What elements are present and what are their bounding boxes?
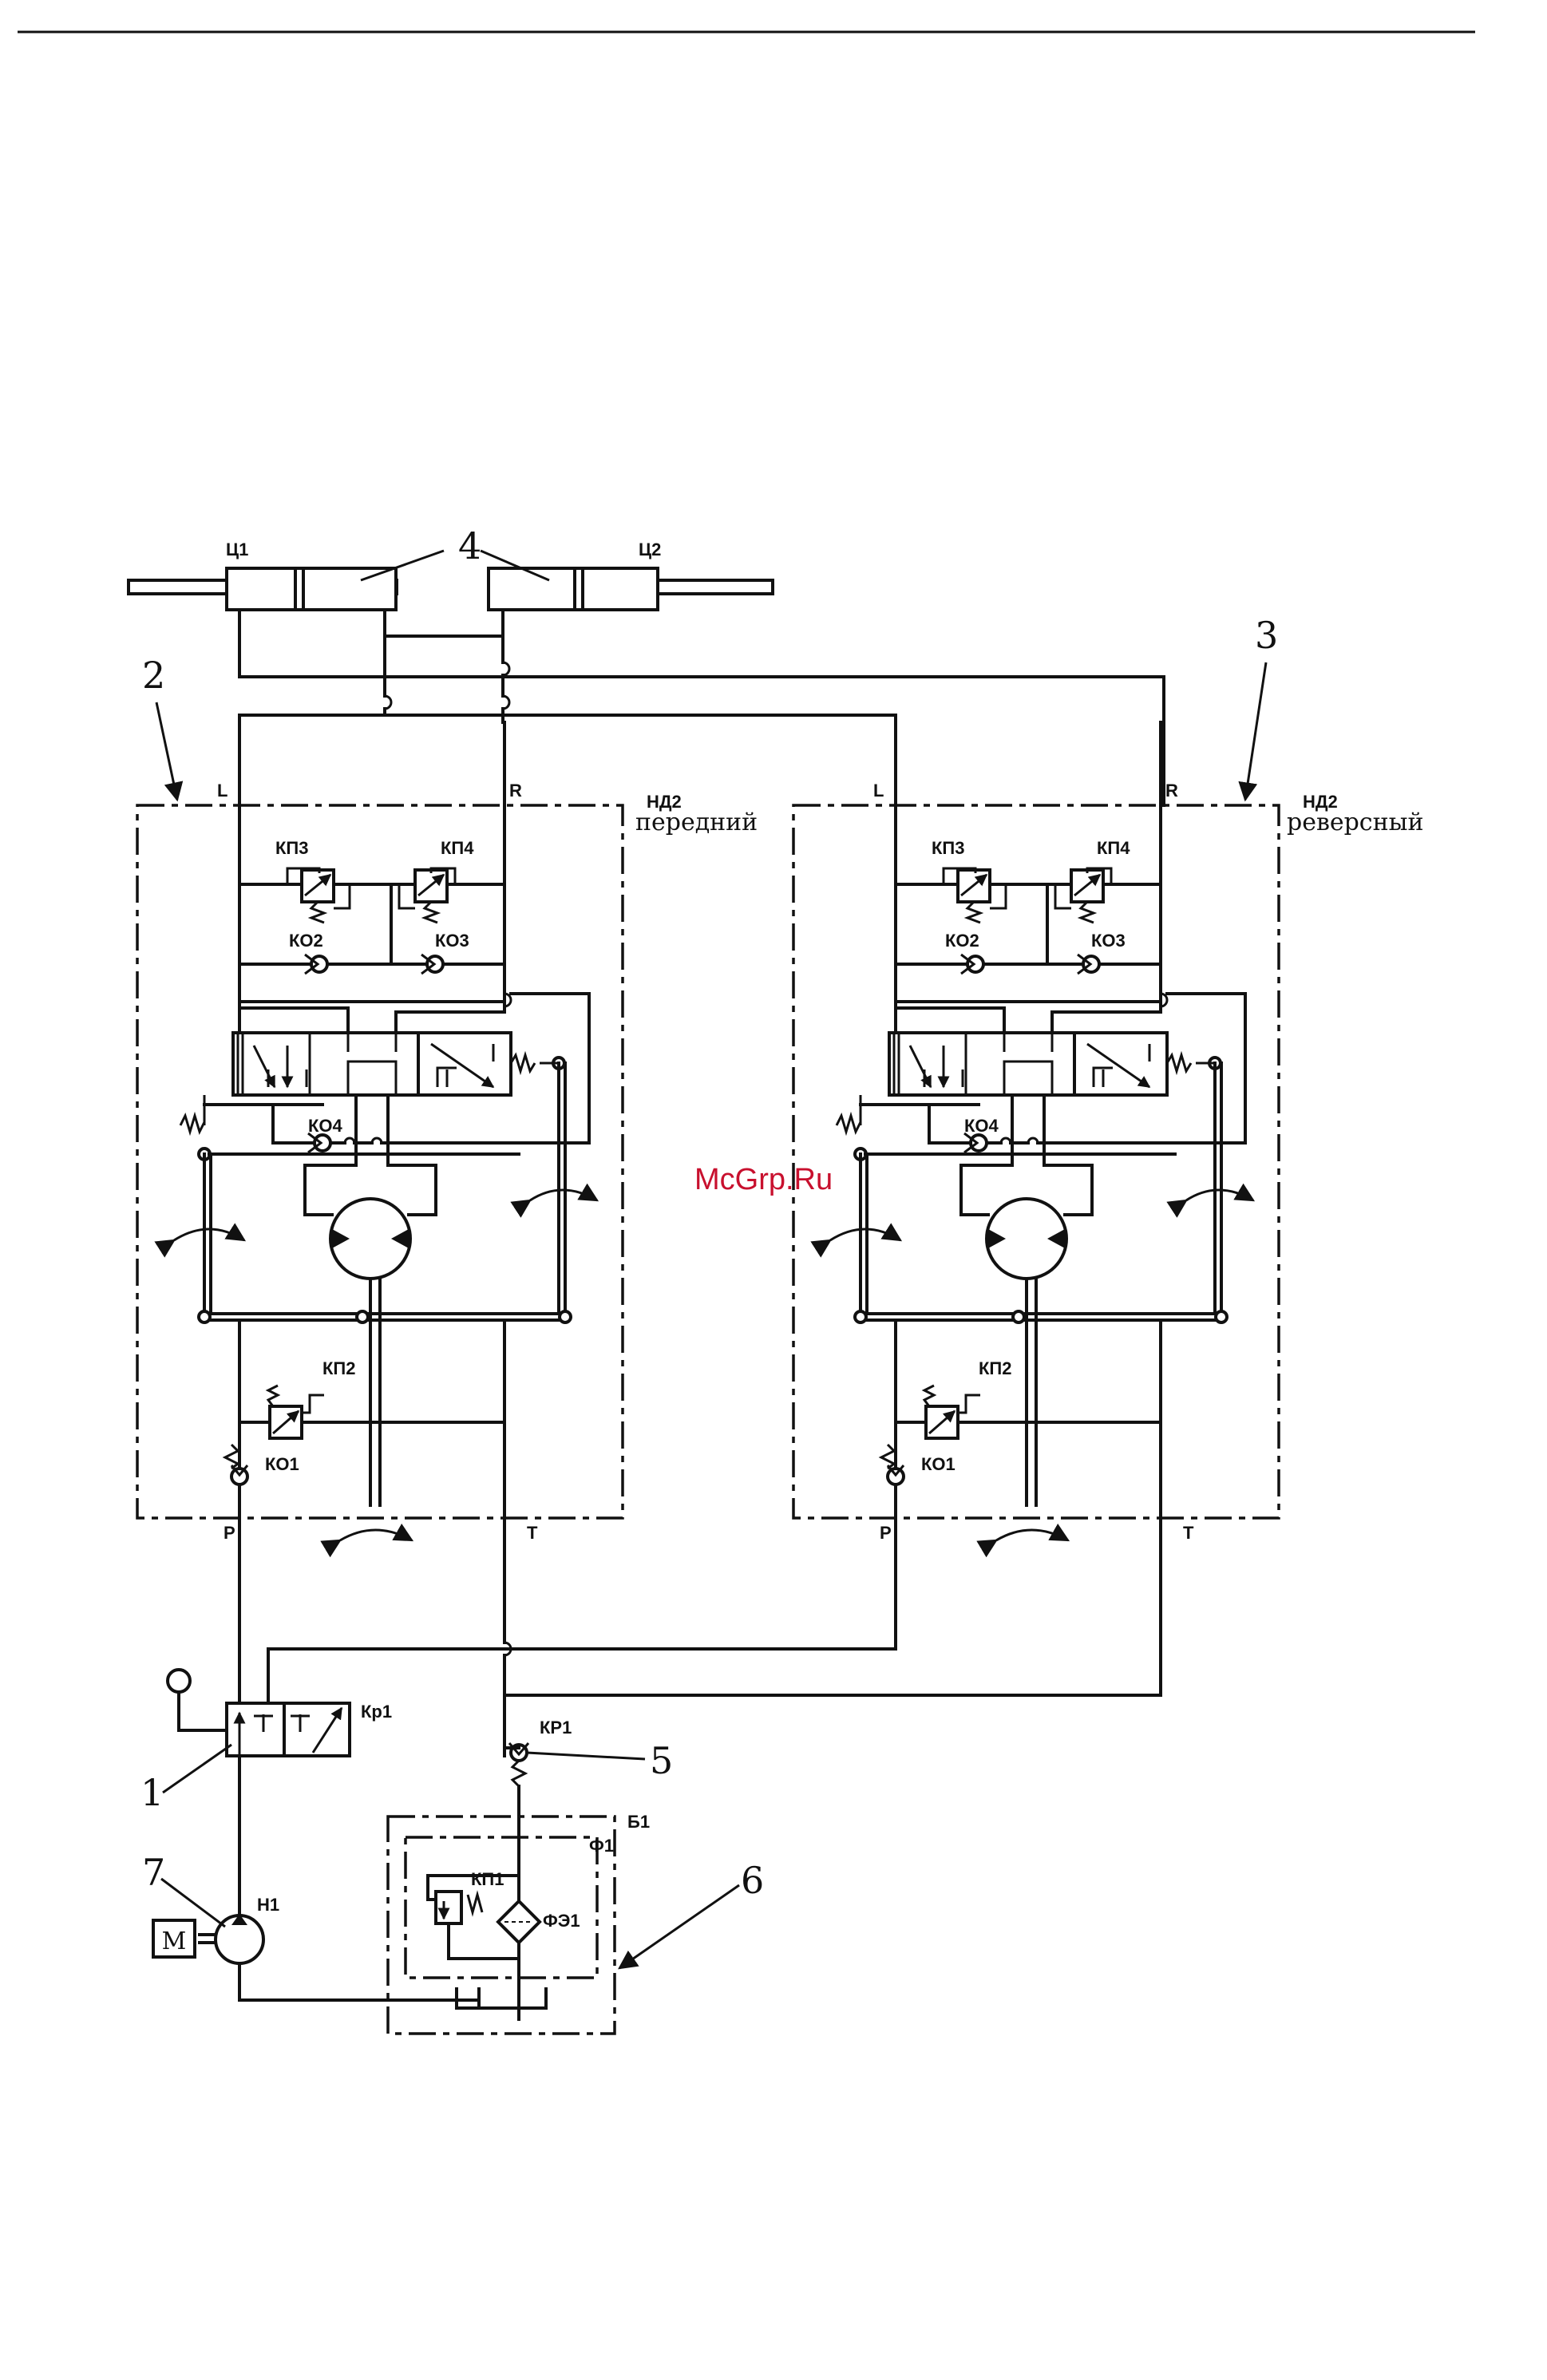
tank-label: Б1 bbox=[627, 1812, 650, 1832]
relief-label: КП1 bbox=[471, 1869, 504, 1889]
front-kp3-label: КП3 bbox=[275, 838, 308, 858]
watermark: McGrp.Ru bbox=[694, 1163, 833, 1196]
cylinder-left bbox=[129, 568, 397, 610]
callout-6-leader bbox=[619, 1885, 739, 1968]
reverse-ko3-label: КО3 bbox=[1091, 931, 1126, 951]
return-check-valve bbox=[504, 1743, 528, 1919]
front-kp2-label: КП2 bbox=[322, 1358, 355, 1378]
callout-1: 1 bbox=[140, 1771, 164, 1814]
callout-3: 3 bbox=[1255, 614, 1278, 657]
callout-5: 5 bbox=[650, 1739, 673, 1782]
control-unit-reverse bbox=[793, 715, 1279, 1540]
motor-label: M bbox=[162, 1927, 187, 1955]
callout-3-leader bbox=[1245, 662, 1266, 800]
filter-label: ФЭ1 bbox=[543, 1911, 580, 1931]
callout-6: 6 bbox=[741, 1859, 764, 1902]
upper-pipework bbox=[239, 610, 1164, 805]
distributor-valve bbox=[168, 1670, 350, 1756]
cylinder-right bbox=[489, 568, 773, 610]
front-ko3-label: КО3 bbox=[435, 931, 469, 951]
lower-pipework bbox=[239, 1518, 1161, 1931]
front-port-t: T bbox=[527, 1523, 538, 1543]
check-label: КР1 bbox=[540, 1718, 572, 1738]
callout-4: 4 bbox=[458, 524, 481, 567]
reverse-kp2-label: КП2 bbox=[979, 1358, 1011, 1378]
front-port-l: L bbox=[217, 781, 228, 801]
callout-7: 7 bbox=[142, 1851, 165, 1894]
reverse-port-p: P bbox=[880, 1523, 892, 1543]
control-unit-front bbox=[137, 715, 623, 1540]
callout-1-leader bbox=[163, 1745, 231, 1793]
reverse-ko4-label: КО4 bbox=[964, 1116, 999, 1136]
callout-2: 2 bbox=[142, 654, 165, 697]
reverse-ko1-label: КО1 bbox=[921, 1454, 956, 1474]
reverse-port-r: R bbox=[1165, 781, 1178, 801]
filter-block-label: Ф1 bbox=[589, 1836, 614, 1856]
front-kp4-label: КП4 bbox=[441, 838, 474, 858]
reverse-port-l: L bbox=[873, 781, 884, 801]
reverse-unit-caption: реверсный bbox=[1287, 808, 1423, 836]
callout-5-leader bbox=[527, 1753, 645, 1759]
valve-label: Кр1 bbox=[361, 1702, 392, 1722]
callout-2-leader bbox=[156, 702, 177, 800]
callout-4-leader-left bbox=[361, 551, 444, 580]
front-unit-caption: передний bbox=[635, 808, 758, 836]
front-ko1-label: КО1 bbox=[265, 1454, 299, 1474]
reverse-kp4-label: КП4 bbox=[1097, 838, 1130, 858]
pump bbox=[200, 1914, 479, 2008]
cylinder-left-label: Ц1 bbox=[226, 540, 248, 559]
pump-label: Н1 bbox=[257, 1895, 279, 1915]
reverse-kp3-label: КП3 bbox=[932, 838, 964, 858]
cylinder-right-label: Ц2 bbox=[639, 540, 661, 559]
reverse-port-t: T bbox=[1183, 1523, 1194, 1543]
front-ko2-label: КО2 bbox=[289, 931, 323, 951]
front-port-r: R bbox=[509, 781, 522, 801]
front-ko4-label: КО4 bbox=[308, 1116, 343, 1136]
front-port-p: P bbox=[224, 1523, 235, 1543]
reverse-ko2-label: КО2 bbox=[945, 931, 979, 951]
electric-motor: M bbox=[153, 1920, 195, 1957]
